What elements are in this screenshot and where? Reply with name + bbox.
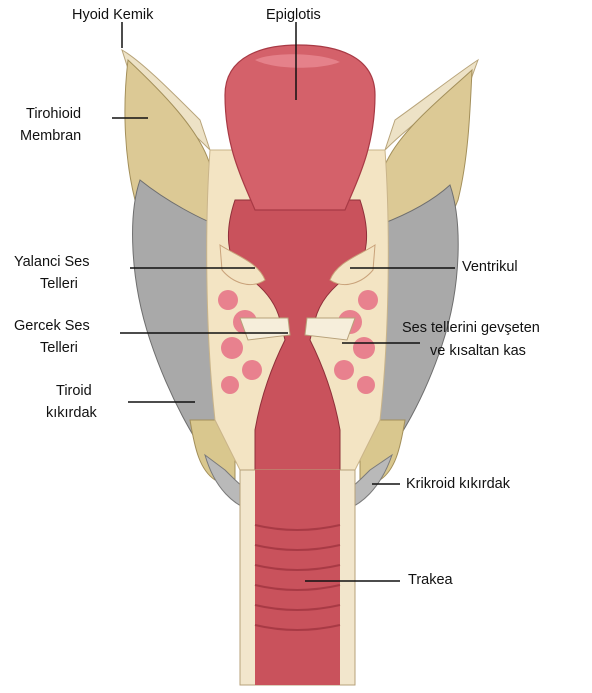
label-thyrohyoid-line2: Membran xyxy=(20,126,81,146)
label-thyrohyoid-line1: Tirohioid xyxy=(26,104,81,124)
label-muscle-line2: ve kısaltan kas xyxy=(430,341,526,361)
label-true-cords-line2: Telleri xyxy=(40,338,78,358)
label-trachea: Trakea xyxy=(408,570,453,590)
label-thyroid-line2: kıkırdak xyxy=(46,403,97,423)
epiglottis-shape xyxy=(225,45,375,210)
label-cricoid: Krikroid kıkırdak xyxy=(406,474,510,494)
label-thyroid-line1: Tiroid xyxy=(56,381,92,401)
trachea-lumen xyxy=(255,470,340,685)
label-epiglottis: Epiglotis xyxy=(266,5,321,25)
label-muscle-line1: Ses tellerini gevşeten xyxy=(402,318,540,338)
label-ventricle: Ventrikul xyxy=(462,257,518,277)
label-true-cords-line1: Gercek Ses xyxy=(14,316,90,336)
label-hyoid: Hyoid Kemik xyxy=(72,5,153,25)
label-false-cords-line2: Telleri xyxy=(40,274,78,294)
label-false-cords-line1: Yalanci Ses xyxy=(14,252,90,272)
